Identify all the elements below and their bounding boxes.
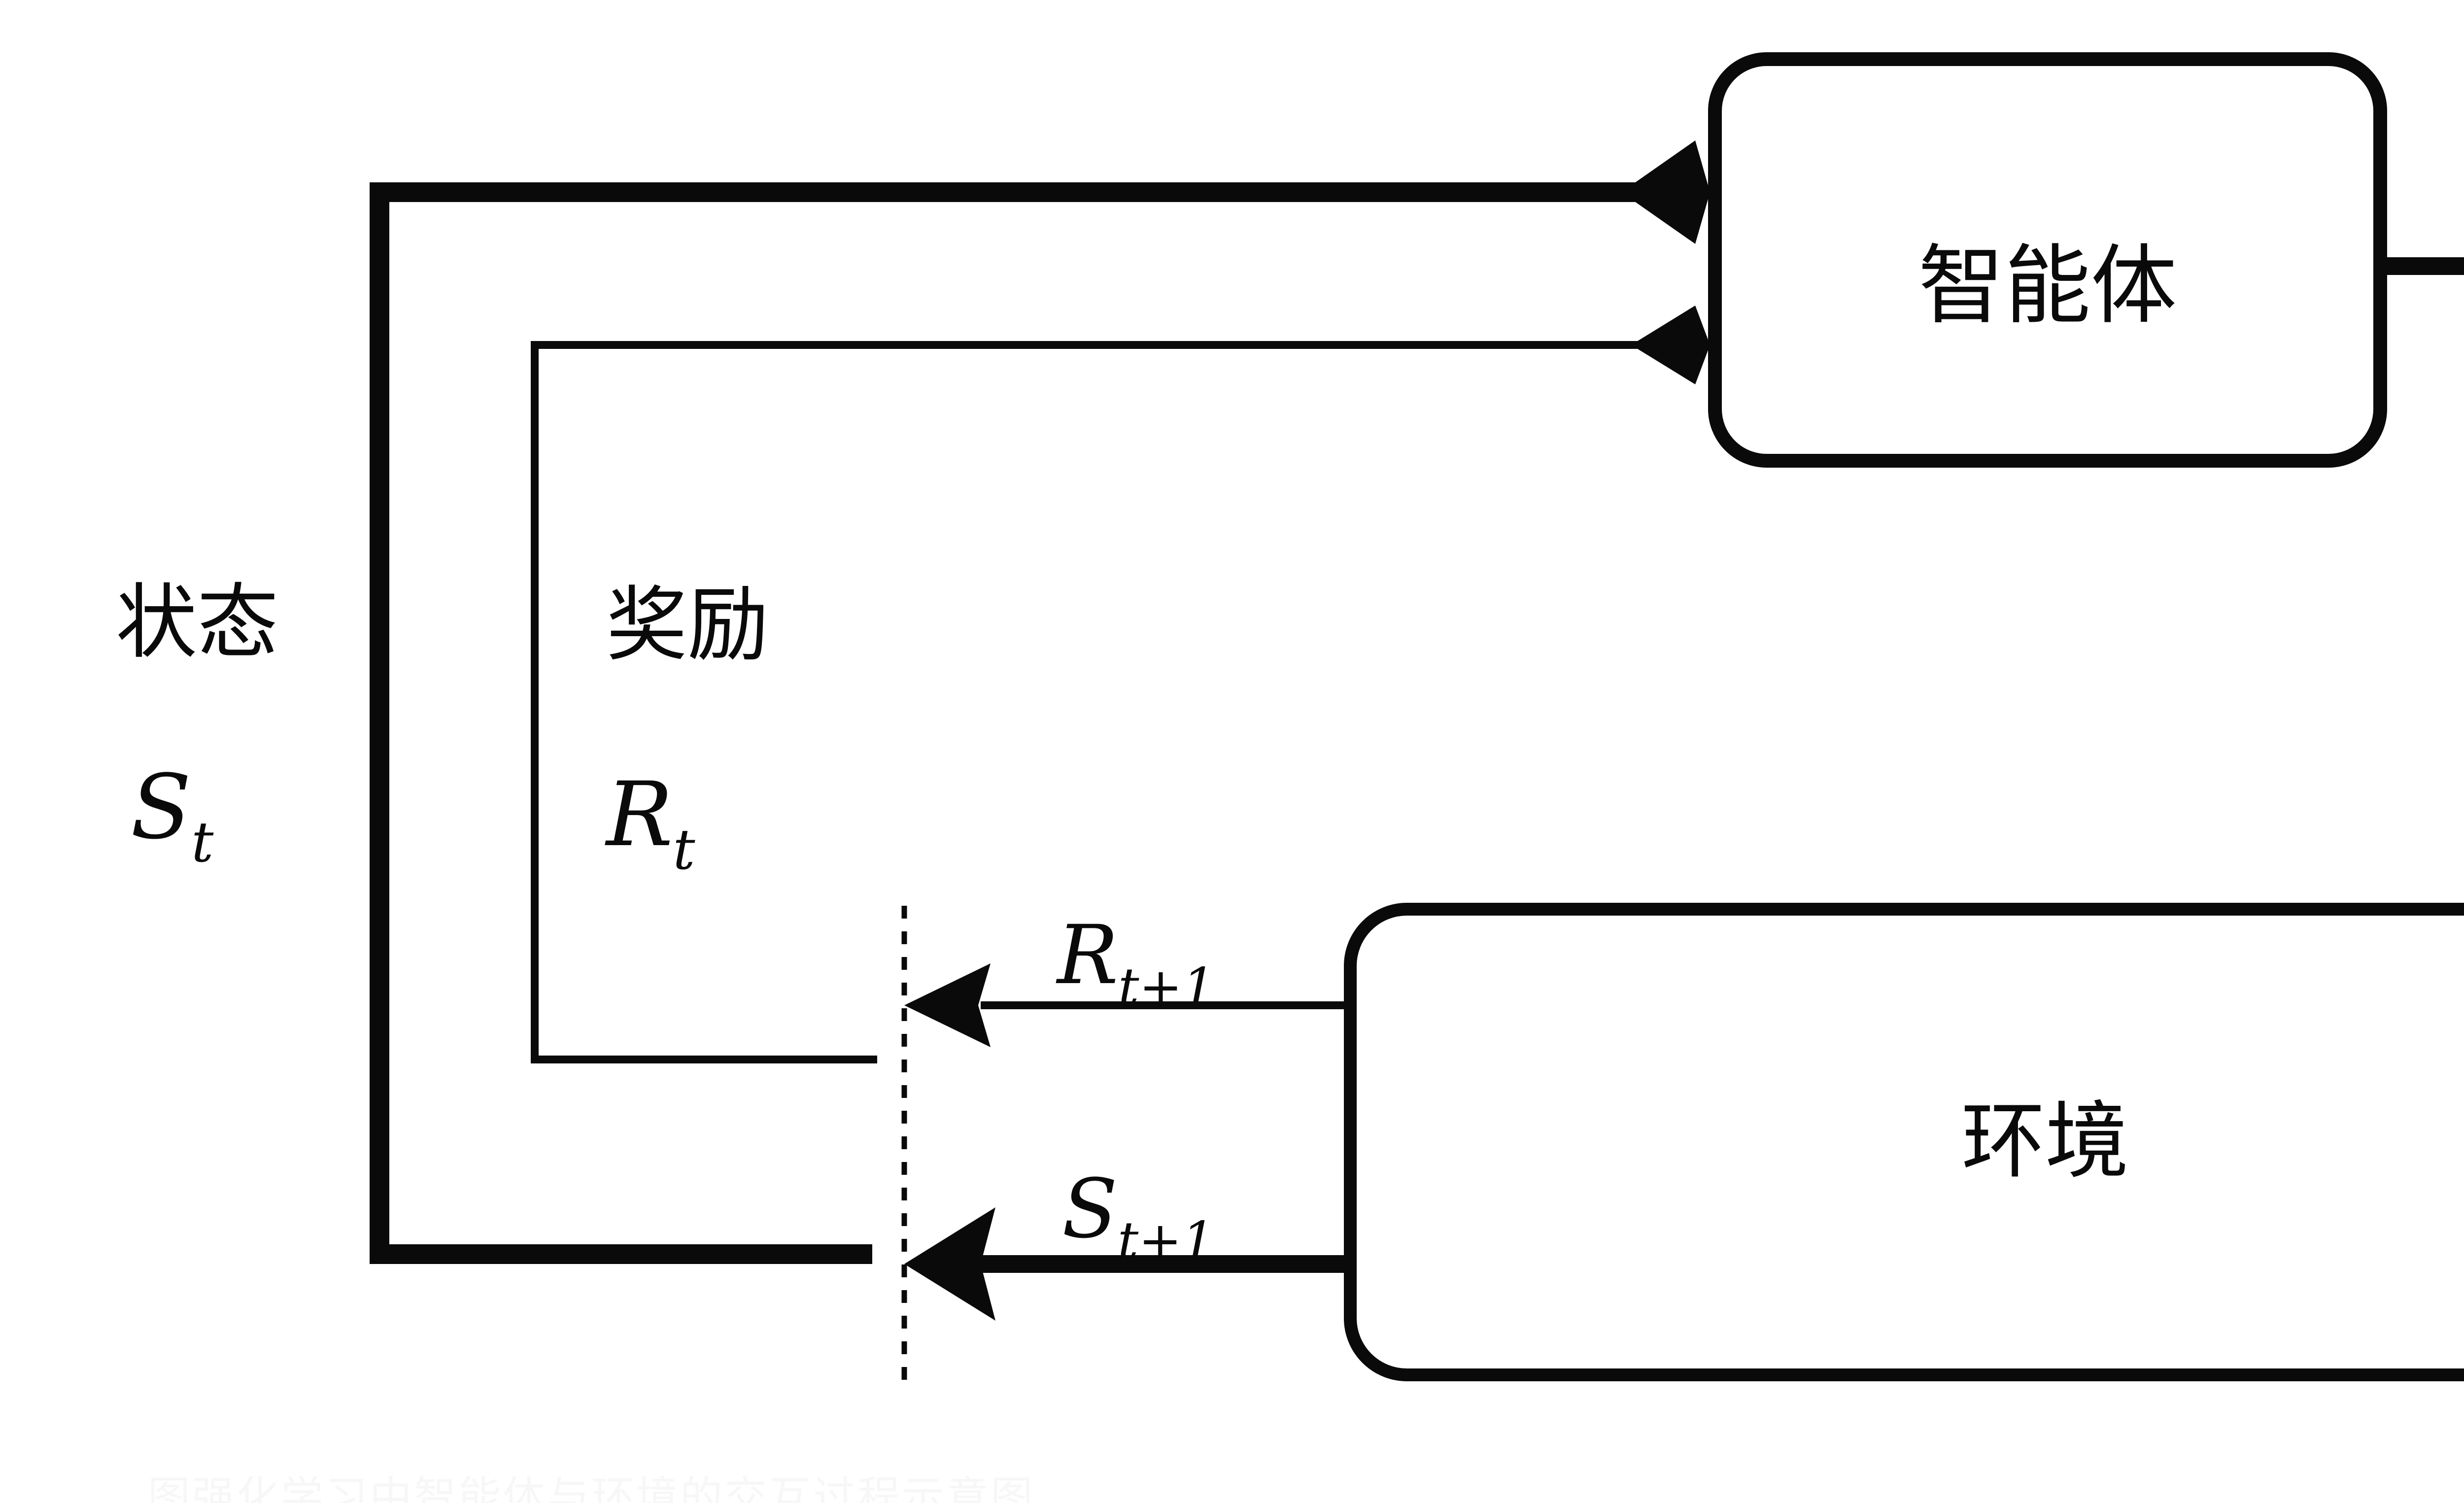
- environment-box[interactable]: [1344, 903, 2464, 1381]
- state-symbol: St: [131, 756, 214, 875]
- state-arrowhead-icon: [1621, 140, 1710, 244]
- state-label-group: 状态 St: [116, 575, 278, 875]
- next-state-flow-edge: [904, 1207, 1350, 1321]
- next-reward-symbol: Rt+1: [1056, 908, 1215, 1017]
- next-state-symbol-subscript: t+1: [1118, 1211, 1215, 1271]
- next-state-symbol-base: S: [1062, 1161, 1118, 1256]
- next-state-symbol: St+1: [1062, 1161, 1215, 1271]
- environment-node[interactable]: 环境: [1344, 903, 2464, 1381]
- agent-label: 智能体: [1918, 236, 2177, 336]
- reward-flow-path: [531, 341, 1690, 1063]
- next-state-arrowhead-icon: [904, 1207, 995, 1321]
- reward-arrowhead-icon: [1631, 306, 1710, 384]
- reward-symbol: Rt: [605, 763, 696, 882]
- reward-flow-edge: [531, 306, 1710, 1063]
- next-reward-symbol-subscript: t+1: [1118, 957, 1215, 1017]
- reward-label-group: 奖励 Rt: [605, 578, 769, 882]
- state-symbol-base: S: [131, 756, 191, 859]
- state-label-cjk: 状态: [116, 575, 278, 670]
- next-reward-symbol-base: R: [1056, 908, 1118, 1002]
- state-flow-path: [370, 182, 1690, 1264]
- next-reward-flow-edge: [904, 963, 1350, 1047]
- environment-label: 环境: [1961, 1093, 2129, 1190]
- reward-label-cjk: 奖励: [606, 578, 769, 672]
- reward-symbol-subscript: t: [673, 818, 696, 882]
- figure-caption: 图强化学习中智能体与环境的交互过程示意图: [148, 1472, 1035, 1503]
- reward-symbol-base: R: [605, 763, 673, 866]
- state-flow-edge: [370, 140, 1710, 1264]
- state-symbol-subscript: t: [191, 811, 214, 875]
- agent-node[interactable]: 智能体: [1708, 52, 2387, 468]
- next-reward-arrowhead-icon: [904, 963, 991, 1047]
